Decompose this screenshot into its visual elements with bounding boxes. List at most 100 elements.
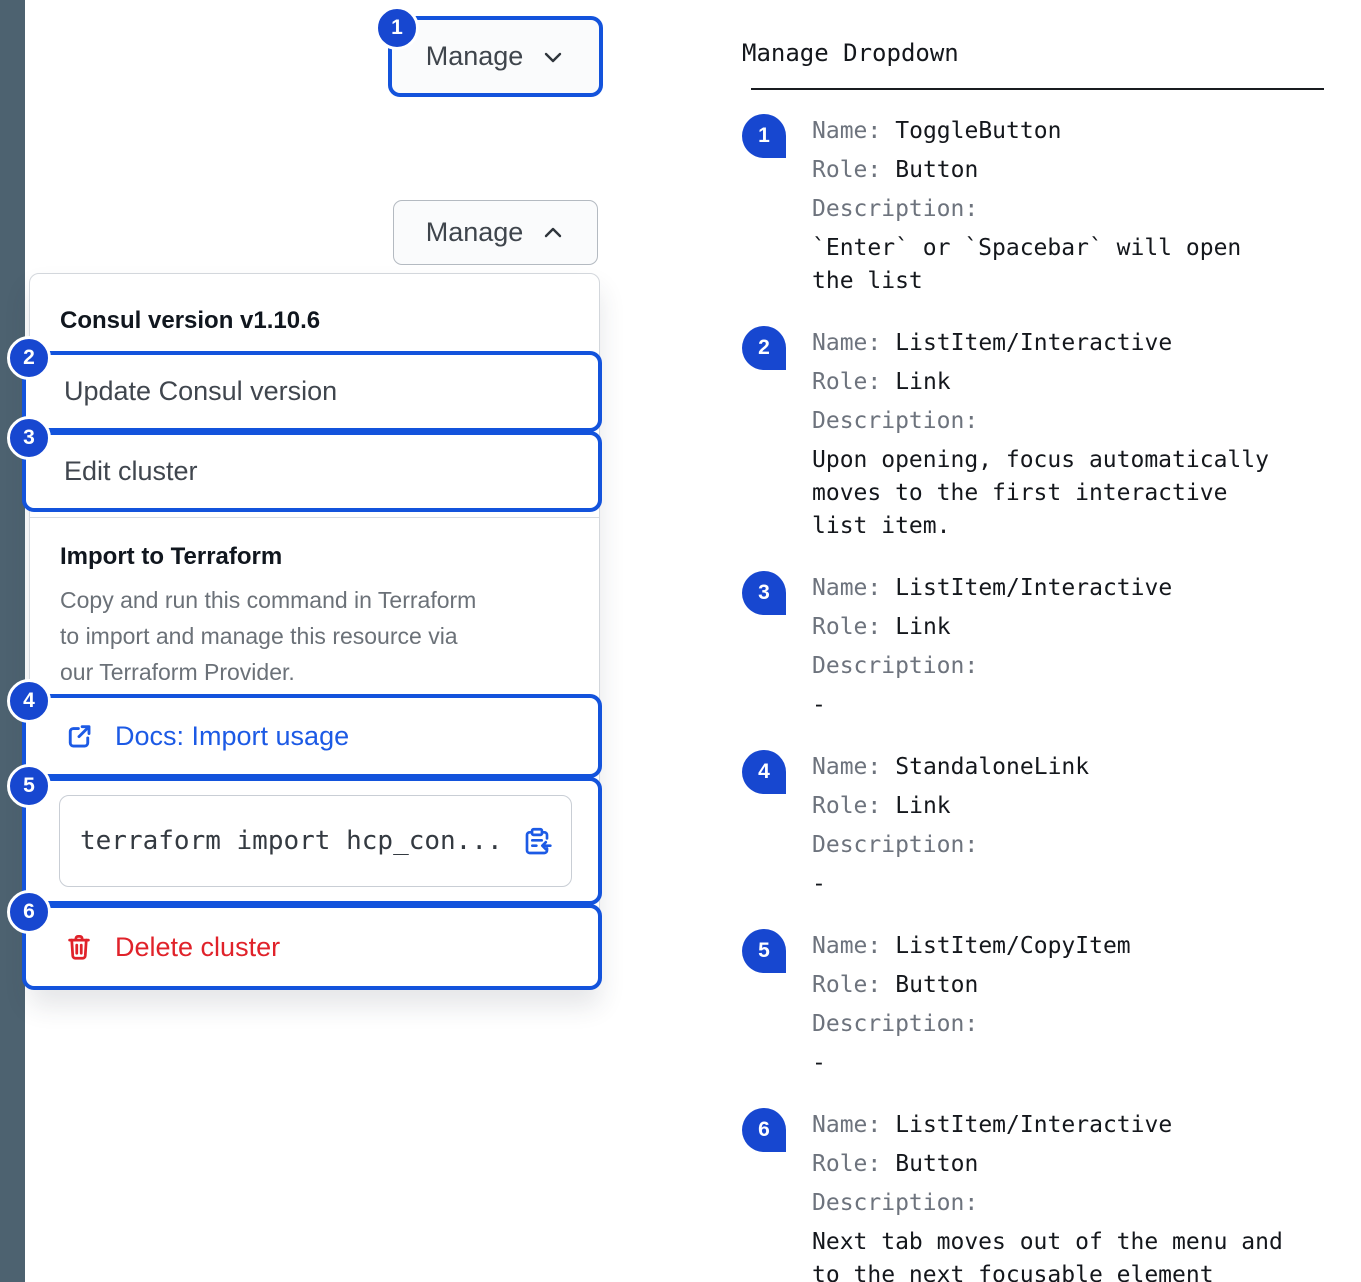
annotation-marker-3: 3 — [7, 416, 51, 460]
legend-name-line: Name: ListItem/Interactive — [812, 569, 1332, 608]
name-label: Name: — [812, 118, 882, 144]
description-value: - — [812, 1050, 826, 1076]
legend-row: 5 Name: ListItem/CopyItem Role: Button Des… — [742, 927, 1332, 1080]
name-value: ListItem/Interactive — [895, 575, 1173, 601]
name-label: Name: — [812, 1112, 882, 1138]
legend-rows: 1 Name: ToggleButton Role: Button Descript… — [742, 112, 1332, 1282]
menu-item-update-consul-version[interactable]: Update Consul version — [22, 351, 602, 432]
name-label: Name: — [812, 575, 882, 601]
legend-row: 3 Name: ListItem/Interactive Role: Link De… — [742, 569, 1332, 722]
annotation-marker-1: 1 — [375, 6, 419, 50]
legend-name-line: Name: ToggleButton — [812, 112, 1332, 151]
name-label: Name: — [812, 330, 882, 356]
legend-row-number-badge: 6 — [742, 1108, 786, 1152]
legend-row: 6 Name:ListItem/Interactive Role:Button … — [742, 1106, 1332, 1282]
import-terraform-title: Import to Terraform — [60, 543, 283, 570]
role-label: Role: — [812, 369, 882, 395]
description-value: Upon opening, focus automatically moves … — [812, 447, 1269, 539]
annotation-marker-2: 2 — [7, 336, 51, 380]
name-label: Name: — [812, 933, 882, 959]
name-label: Name: — [812, 754, 882, 780]
legend-role-line: Role:Button — [812, 151, 1332, 190]
copy-to-clipboard-button[interactable] — [521, 825, 553, 857]
legend-description-line: Description: — [812, 647, 1332, 686]
legend-description-line: Description: — [812, 826, 1332, 865]
legend-role-line: Role: Link — [812, 363, 1332, 402]
chevron-up-icon — [545, 227, 562, 237]
description-label: Description: — [812, 1190, 979, 1216]
legend-name-line: Name: ListItem/Interactive — [812, 1106, 1332, 1145]
manage-toggle-button[interactable]: Manage — [388, 16, 603, 97]
manage-open-label: Manage — [425, 217, 524, 247]
external-link-icon — [68, 725, 91, 748]
role-value: Button — [895, 1151, 979, 1177]
role-value: Link — [895, 793, 951, 819]
legend-row-number-badge: 3 — [742, 571, 786, 615]
description-value: - — [812, 871, 826, 897]
legend-panel: Manage Dropdown 1 Name: ToggleButton Role… — [742, 36, 1332, 1282]
name-value: StandaloneLink — [895, 754, 1090, 780]
role-value: Link — [895, 614, 951, 640]
legend-row-number-badge: 4 — [742, 750, 786, 794]
name-value: ListItem/Interactive — [895, 1112, 1173, 1138]
description-label: Description: — [812, 196, 979, 222]
role-label: Role: — [812, 793, 882, 819]
role-value: Link — [895, 369, 951, 395]
terraform-command-field[interactable]: terraform import hcp_con... — [59, 795, 572, 887]
role-label: Role: — [812, 1151, 882, 1177]
legend-title: Manage Dropdown — [742, 39, 959, 67]
legend-row-number-badge: 1 — [742, 114, 786, 158]
clipboard-copy-icon — [525, 827, 552, 855]
description-value: Next tab moves out of the menu and to th… — [812, 1229, 1283, 1282]
trash-icon — [68, 935, 90, 960]
legend-name-line: Name: StandaloneLink — [812, 748, 1332, 787]
legend-row: 4 Name: StandaloneLink Role: Link Descript… — [742, 748, 1332, 901]
name-value: ListItem/CopyItem — [895, 933, 1131, 959]
import-terraform-description: Copy and run this command in Terraform t… — [60, 587, 477, 685]
legend-row: 2 Name: ListItem/Interactive Role: Link De… — [742, 324, 1332, 543]
menu-item-delete-cluster[interactable]: Delete cluster — [22, 904, 602, 990]
terraform-command-text: terraform import hcp_con... — [80, 826, 503, 856]
description-value: - — [812, 692, 826, 718]
description-label: Description: — [812, 408, 979, 434]
description-value: `Enter` or `Spacebar` will open the list — [812, 235, 1242, 294]
legend-row: 1 Name: ToggleButton Role:Button Descript… — [742, 112, 1332, 298]
consul-version-header: Consul version v1.10.6 — [60, 307, 321, 334]
legend-role-line: Role: Button — [812, 966, 1332, 1005]
delete-cluster-label: Delete cluster — [115, 931, 281, 962]
legend-description-line: Description: — [812, 190, 1332, 229]
menu-item-edit-cluster[interactable]: Edit cluster — [22, 431, 602, 512]
role-label: Role: — [812, 614, 882, 640]
legend-divider — [750, 88, 1324, 90]
description-label: Description: — [812, 832, 979, 858]
legend-description-line: Description: — [812, 1005, 1332, 1044]
legend-role-line: Role: Button — [812, 1145, 1332, 1184]
chevron-down-icon — [545, 52, 562, 62]
left-rail — [0, 0, 25, 1282]
legend-row-number-badge: 2 — [742, 326, 786, 370]
legend-role-line: Role: Link — [812, 787, 1332, 826]
menu-item-copy-terraform-command: terraform import hcp_con... — [22, 777, 602, 905]
annotation-marker-5: 5 — [7, 764, 51, 808]
legend-name-line: Name: ListItem/Interactive — [812, 324, 1332, 363]
description-label: Description: — [812, 653, 979, 679]
legend-description-line: Description: — [812, 402, 1332, 441]
role-value: Button — [895, 972, 979, 998]
update-consul-version-label: Update Consul version — [64, 376, 338, 406]
menu-item-docs-import-usage[interactable]: Docs: Import usage — [22, 694, 602, 778]
docs-import-usage-label: Docs: Import usage — [115, 720, 350, 751]
legend-description-line: Description: — [812, 1184, 1332, 1223]
edit-cluster-label: Edit cluster — [64, 456, 198, 486]
name-value: ToggleButton — [895, 118, 1062, 144]
legend-name-line: Name: ListItem/CopyItem — [812, 927, 1332, 966]
role-label: Role: — [812, 972, 882, 998]
annotation-marker-4: 4 — [7, 679, 51, 723]
description-label: Description: — [812, 1011, 979, 1037]
annotation-marker-6: 6 — [7, 890, 51, 934]
name-value: ListItem/Interactive — [895, 330, 1173, 356]
legend-row-number-badge: 5 — [742, 929, 786, 973]
manage-toggle-label: Manage — [425, 41, 524, 71]
manage-toggle-button-open[interactable]: Manage — [393, 200, 598, 265]
legend-role-line: Role: Link — [812, 608, 1332, 647]
